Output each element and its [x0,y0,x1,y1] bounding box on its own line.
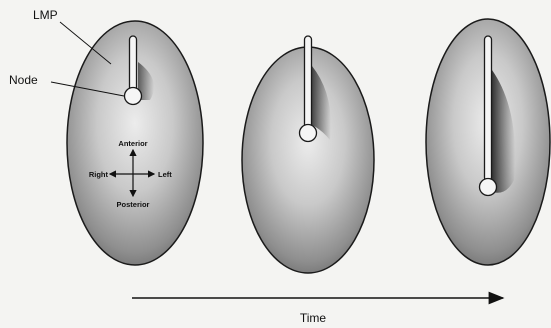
primitive-streak-2 [305,36,312,132]
right-label: Right [89,170,109,179]
time-label: Time [300,311,327,325]
posterior-label: Posterior [117,200,150,209]
embryo-stage-2 [242,36,374,273]
anterior-label: Anterior [118,139,147,148]
node-2 [300,125,317,142]
primitive-streak-3 [485,36,492,181]
node-1 [125,88,142,105]
lmp-label: LMP [33,8,58,22]
left-label: Left [158,170,172,179]
embryo-stage-1: Anterior Posterior Right Left [67,21,203,265]
node-label: Node [9,73,38,87]
node-3 [480,179,497,196]
embryo-stage-3 [426,19,550,265]
